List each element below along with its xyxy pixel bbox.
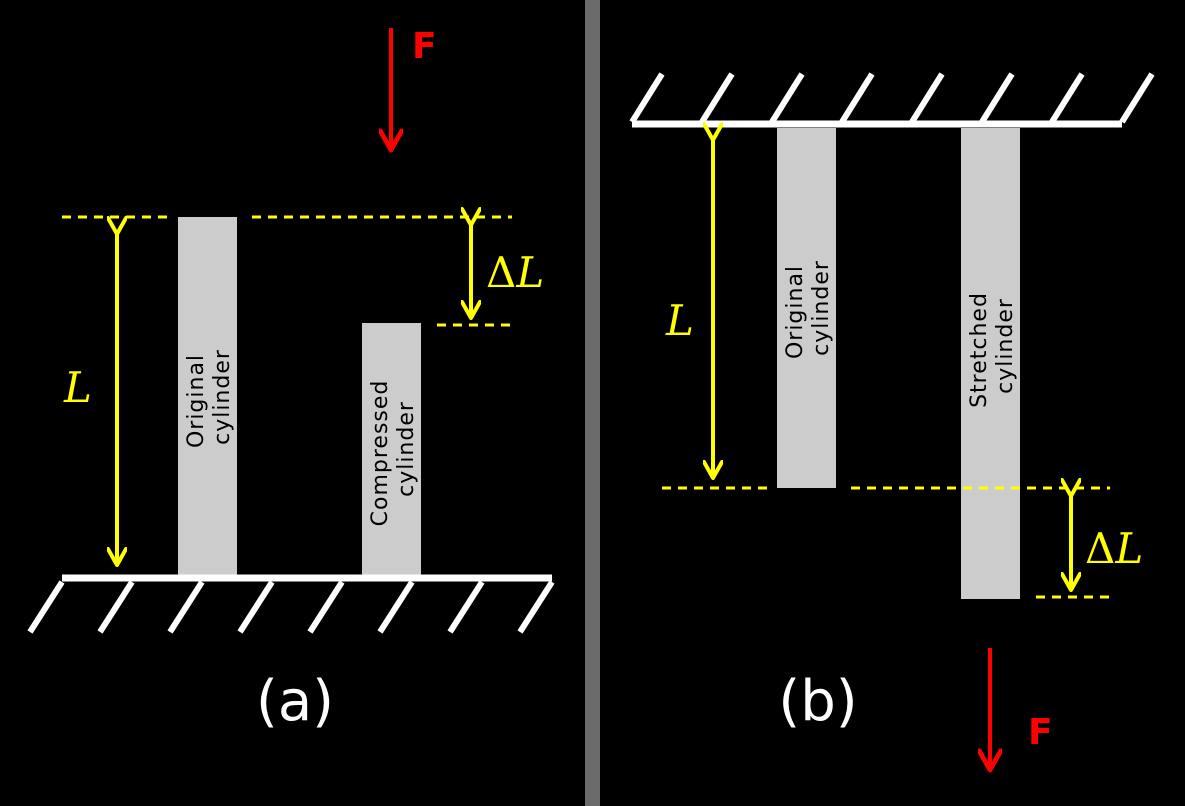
compressed-cylinder-a [362,323,421,578]
panel-b: Original cylinder Stretched cylinder L Δ… [629,72,1155,770]
compressed-cylinder-line2-a: cylinder [394,401,419,497]
compressed-cylinder-line1-a: Compressed [368,380,393,527]
panel-a: F Original cylinder Compressed cylinder … [27,26,555,734]
force-label-b: F [1028,712,1053,753]
length-label-b: L [665,296,694,345]
original-cylinder-label-a: Original cylinder [184,346,235,448]
panel-caption-a: (a) [256,669,334,734]
original-cylinder-line1-a: Original [184,354,209,448]
original-cylinder-label-b: Original cylinder [783,257,834,359]
delta-symbol-a: Δ [486,248,516,297]
delta-var-b: L [1114,524,1143,573]
stretched-cylinder-line2-b: cylinder [993,298,1018,394]
original-cylinder-b [777,128,836,488]
delta-label-a: ΔL [486,248,544,297]
stretched-cylinder-label-b: Stretched cylinder [967,284,1018,408]
panel-divider [585,0,600,806]
delta-var-a: L [515,248,544,297]
stretched-cylinder-b [961,128,1020,599]
stretched-cylinder-line1-b: Stretched [967,292,992,408]
force-label-a: F [412,26,437,67]
delta-label-b: ΔL [1085,524,1143,573]
compressed-cylinder-label-a: Compressed cylinder [368,372,419,527]
panel-caption-b: (b) [778,669,857,734]
length-label-a: L [63,363,92,412]
ground-support-a [27,574,555,634]
original-cylinder-a [178,217,237,578]
original-cylinder-line2-a: cylinder [210,349,235,445]
delta-symbol-b: Δ [1085,524,1115,573]
original-cylinder-line1-b: Original [783,265,808,359]
original-cylinder-line2-b: cylinder [809,260,834,356]
